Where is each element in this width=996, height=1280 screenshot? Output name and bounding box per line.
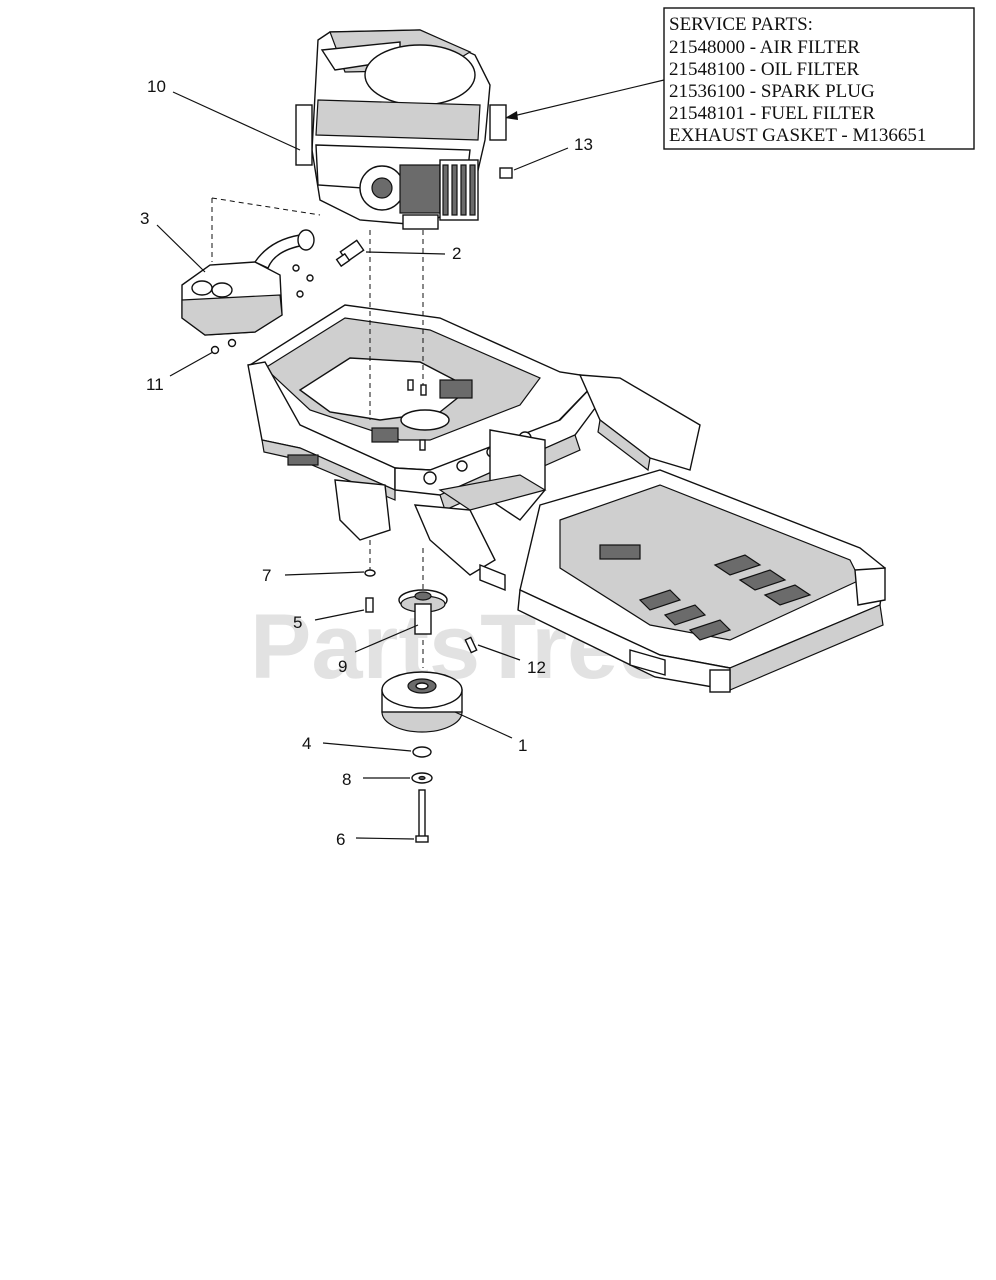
service-box-line-air-filter: 21548000 - AIR FILTER [669, 37, 860, 58]
callout-13: 13 [574, 135, 593, 154]
part-2-fitting [335, 239, 365, 268]
callout-11-leader [169, 351, 214, 377]
callout-7: 7 [262, 566, 271, 585]
callout-11: 11 [146, 375, 164, 394]
callout-12: 12 [527, 658, 546, 677]
service-box-line-fuel-filter: 21548101 - FUEL FILTER [669, 103, 875, 124]
part-12-key [464, 636, 478, 654]
callout-9: 9 [338, 657, 347, 676]
part-1-clutch [381, 671, 463, 733]
callout-4: 4 [302, 734, 311, 753]
muffler [181, 229, 315, 336]
callout-6-leader [355, 837, 415, 840]
callout-2-leader [365, 251, 446, 255]
callout-6: 6 [336, 830, 345, 849]
callout-12-leader [477, 644, 521, 661]
callout-3-leader [156, 224, 206, 273]
callout-9-leader [354, 624, 419, 653]
engine [295, 29, 507, 230]
part-11-nuts [210, 338, 237, 355]
service-parts-box: SERVICE PARTS: 21548000 - AIR FILTER 215… [663, 7, 975, 150]
callout-2: 2 [452, 244, 461, 263]
callout-5-leader [314, 609, 365, 621]
part-7-washer [364, 569, 376, 577]
service-box-heading: SERVICE PARTS: [669, 14, 813, 35]
callout-8: 8 [342, 770, 351, 789]
callout-5: 5 [293, 613, 302, 632]
callout-1: 1 [518, 736, 527, 755]
callout-1-leader [454, 711, 513, 739]
callout-10-leader [172, 91, 301, 151]
service-box-leader [504, 79, 665, 119]
deck-bolt [407, 379, 414, 391]
deck-bolt [420, 384, 427, 396]
part-5-pin [365, 597, 374, 613]
part-9-pulley [398, 589, 448, 635]
part-8-washer-hole [418, 775, 426, 781]
deck-bolt [419, 439, 426, 451]
callout-7-leader [284, 571, 365, 576]
part-13 [499, 167, 513, 179]
service-box-line-oil-filter: 21548100 - OIL FILTER [669, 59, 859, 80]
callout-13-leader [513, 147, 569, 171]
callout-10: 10 [147, 77, 166, 96]
part-4-nut [412, 746, 432, 758]
callout-3: 3 [140, 209, 149, 228]
alignment-lines [211, 197, 424, 668]
callout-4-leader [322, 742, 412, 752]
mower-frame [247, 304, 886, 693]
service-box-line-spark-plug: 21536100 - SPARK PLUG [669, 81, 875, 102]
service-box-arrowhead [505, 111, 518, 120]
part-6-bolt [415, 789, 429, 843]
service-box-line-exhaust-gasket: EXHAUST GASKET - M136651 [669, 125, 926, 146]
